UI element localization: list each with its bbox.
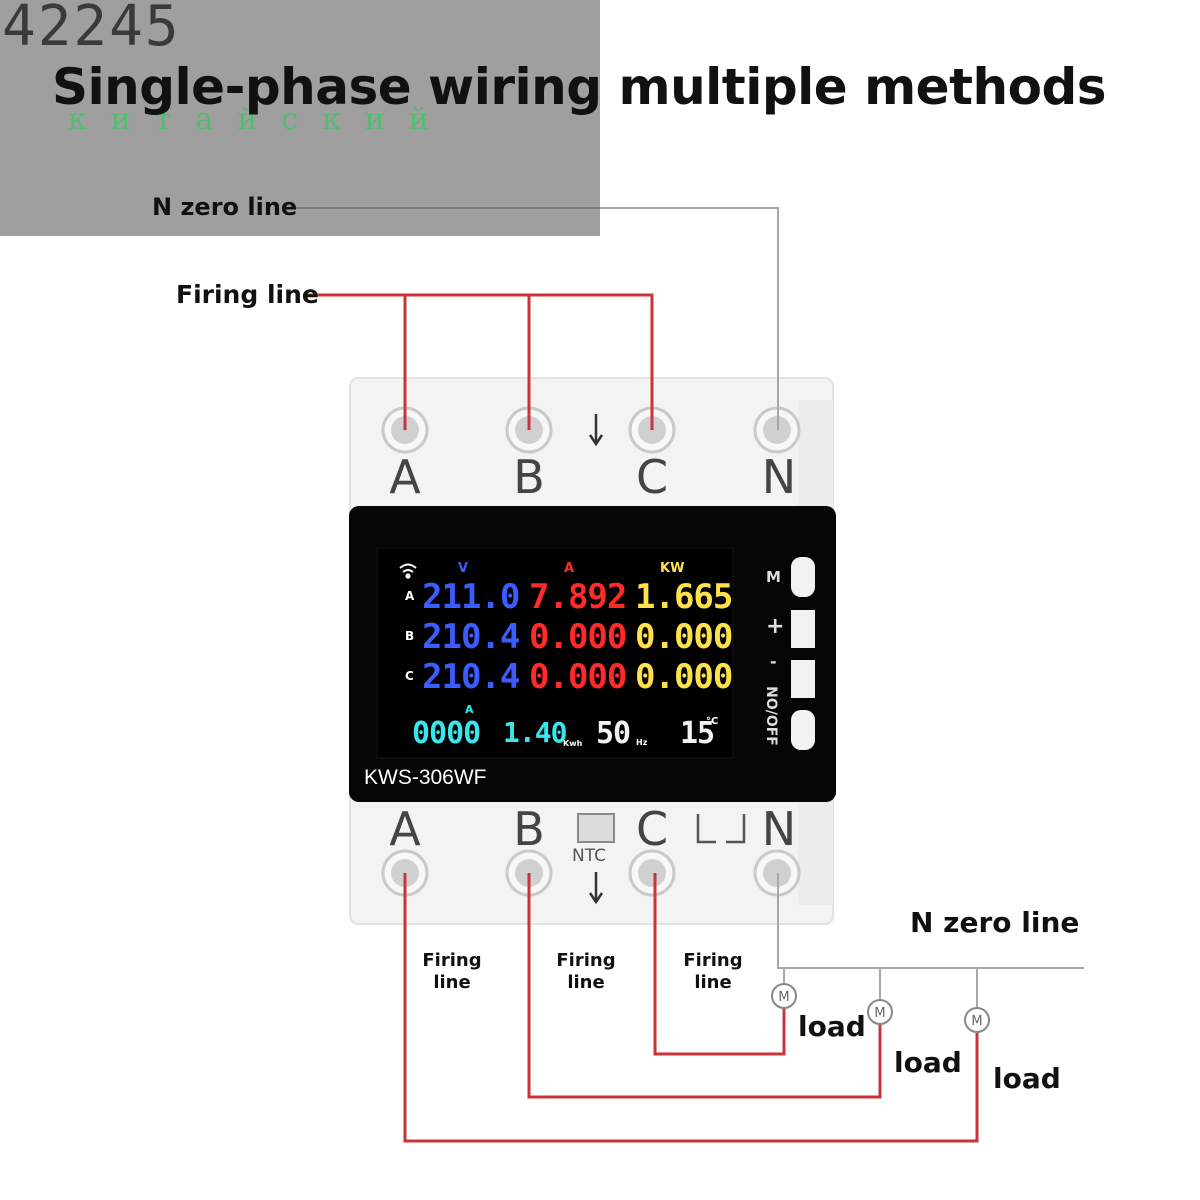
svg-text:M: M xyxy=(971,1014,982,1029)
terminal-label-bottom-b: B xyxy=(513,802,545,856)
motor-icon: M xyxy=(771,983,797,1009)
terminal-label-bottom-c: C xyxy=(635,802,669,856)
terminal-label-top-a: A xyxy=(389,450,421,504)
phase-label-c: C xyxy=(405,669,414,683)
arrow-down-icon xyxy=(588,872,604,905)
on-off-button-label: NO/OFF xyxy=(763,686,779,746)
m-button[interactable] xyxy=(791,557,815,597)
current-c-readout: 0.000 xyxy=(529,657,627,697)
power-b-readout: 0.000 xyxy=(635,617,733,657)
terminal-label-bottom-a: A xyxy=(389,802,421,856)
phase-label-a: A xyxy=(405,589,415,603)
svg-text:M: M xyxy=(874,1006,885,1021)
watermark-overlay: 42245 китайский xyxy=(0,0,600,236)
energy-readout: 1.40 xyxy=(503,716,567,749)
m-button-label: M xyxy=(766,568,781,586)
current-b-readout: 0.000 xyxy=(529,617,627,657)
current-header: A xyxy=(564,561,575,576)
wifi-icon xyxy=(399,563,417,579)
lcd-screen xyxy=(376,547,734,759)
terminal-label-top-b: B xyxy=(513,450,545,504)
watermark-id: 42245 xyxy=(2,0,181,59)
current-a-readout: 7.892 xyxy=(529,577,627,617)
terminal-label-bottom-n: N xyxy=(761,802,797,856)
motor-icon: M xyxy=(964,1007,990,1033)
load-label: load xyxy=(894,1046,962,1079)
phase-label-b: B xyxy=(405,629,415,643)
voltage-b-readout: 210.4 xyxy=(422,617,520,657)
power-c-readout: 0.000 xyxy=(635,657,733,697)
n-zero-line-label-bottom: N zero line xyxy=(910,906,1080,939)
power-header: KW xyxy=(660,561,685,576)
minus-button[interactable] xyxy=(791,660,815,698)
energy-unit: Kwh xyxy=(563,739,583,748)
firing-wires-top xyxy=(306,293,654,430)
ntc-label: NTC xyxy=(572,846,606,866)
ntc-port xyxy=(577,813,615,843)
motor-icon: M xyxy=(867,999,893,1025)
frequency-readout: 50 xyxy=(596,716,631,751)
watermark-word: китайский xyxy=(68,102,453,137)
neutral-current-readout: 0000 xyxy=(412,716,481,751)
temperature-readout: 15 xyxy=(680,716,715,751)
minus-button-label: - xyxy=(770,652,777,671)
terminal-label-top-c: C xyxy=(635,450,669,504)
arrow-down-icon xyxy=(588,414,604,447)
terminal-label-top-n: N xyxy=(761,450,797,504)
page-title: Single-phase wiring multiple methods xyxy=(52,58,1107,116)
svg-text:M: M xyxy=(778,990,789,1005)
load-label: load xyxy=(993,1062,1061,1095)
load-label: load xyxy=(798,1010,866,1043)
voltage-a-readout: 211.0 xyxy=(422,577,520,617)
voltage-c-readout: 210.4 xyxy=(422,657,520,697)
voltage-header: V xyxy=(458,561,469,576)
neutral-wires-bottom xyxy=(777,873,1084,1008)
plus-button-label: + xyxy=(766,614,785,639)
neutral-current-header: A xyxy=(465,703,474,716)
frequency-unit: Hz xyxy=(636,738,648,747)
firing-wires-bottom xyxy=(403,873,979,1143)
plus-button[interactable] xyxy=(791,610,815,648)
power-a-readout: 1.665 xyxy=(635,577,733,617)
terminal-bracket-icon xyxy=(696,814,746,844)
n-zero-line-label: N zero line xyxy=(152,193,298,221)
on-off-button[interactable] xyxy=(791,710,815,750)
firing-line-label: Firing line xyxy=(176,280,319,309)
model-label: KWS-306WF xyxy=(364,766,487,789)
temperature-unit: °C xyxy=(706,716,719,727)
